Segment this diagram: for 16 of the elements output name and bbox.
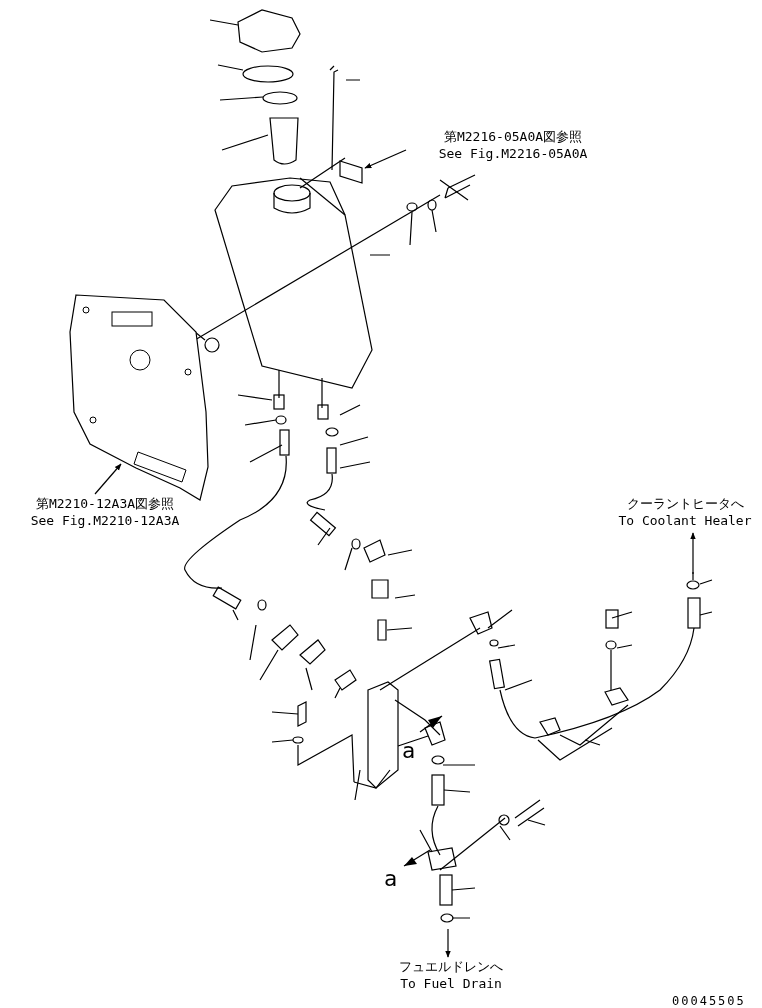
note-english: See Fig.M2210-12A3A (29, 512, 181, 529)
note-english: To Coolant Healer (617, 512, 753, 529)
label-plate-drawing (338, 160, 364, 184)
view-letter: a (384, 866, 398, 891)
drawing-number: 00045505 (672, 994, 746, 1008)
note-english: See Fig.M2216-05A0A (437, 145, 589, 162)
note-japanese: 第M2210-12A3A図参照 (34, 495, 176, 512)
note-japanese: クーラントヒータへ (625, 495, 745, 512)
arrow (94, 463, 122, 495)
arrow (445, 928, 451, 958)
note-japanese: 第M2216-05A0A図参照 (442, 128, 584, 145)
view-letter: a (402, 738, 416, 763)
arrow (690, 532, 696, 575)
note-english: To Fuel Drain (399, 975, 503, 992)
note-japanese: フュエルドレンへ (398, 958, 504, 975)
arrow (364, 149, 407, 169)
